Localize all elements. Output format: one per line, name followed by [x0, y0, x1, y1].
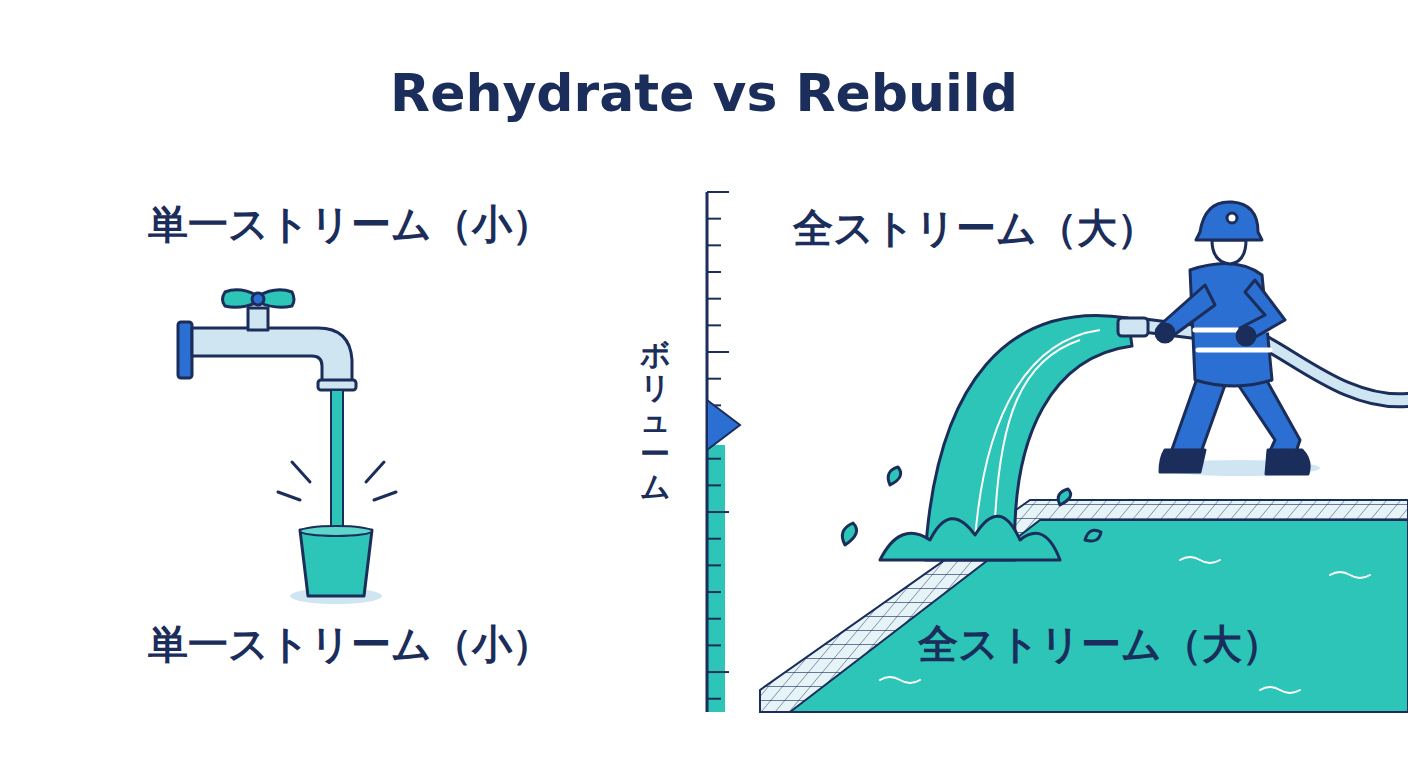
water-jet: [880, 516, 1060, 560]
faucet: [178, 290, 356, 390]
stream-label: 単一ストリーム（小）: [148, 200, 552, 248]
diagram-title: Rehydrate vs Rebuild: [390, 62, 1018, 124]
firefighter: [1118, 318, 1148, 336]
stream-label: 単一ストリーム（小）: [148, 620, 552, 668]
firefighter: [1156, 324, 1174, 342]
firefighter: [1118, 202, 1408, 476]
volume-scale: [707, 192, 740, 712]
faucet: [318, 380, 356, 390]
cup: [300, 530, 372, 596]
water-jet: [842, 523, 856, 545]
scale-tick: [707, 591, 721, 593]
splash-lines: [292, 462, 310, 482]
firefighter: [1227, 213, 1237, 223]
scale-tick: [707, 191, 729, 193]
water-jet: [1058, 489, 1070, 505]
firefighter: [1196, 202, 1262, 240]
scale-tick: [707, 698, 721, 700]
faucet: [223, 290, 295, 308]
pool: [880, 557, 1370, 693]
scale-tick: [707, 484, 721, 486]
water-jet: [888, 467, 900, 485]
firefighter: [1140, 325, 1408, 400]
faucet: [178, 322, 192, 378]
stream-label: 全ストリーム（大）: [918, 620, 1282, 668]
pool: [790, 520, 1408, 712]
cup: [290, 526, 382, 604]
scale-tick: [707, 218, 721, 220]
firefighter: [1237, 327, 1255, 345]
volume-scale: [706, 192, 709, 712]
scale-tick: [707, 458, 721, 460]
water-stream: [331, 390, 343, 538]
firefighter: [1160, 450, 1205, 472]
water-jet: [842, 316, 1132, 560]
axis-label: ボリューム: [640, 338, 670, 503]
scale-tick: [707, 644, 721, 646]
scale-tick: [707, 671, 729, 673]
splash-lines: [374, 492, 396, 500]
scale-tick: [707, 351, 729, 353]
scale-tick: [707, 618, 721, 620]
firefighter: [1212, 240, 1246, 264]
scale-tick: [707, 511, 729, 513]
pool: [760, 500, 1408, 712]
scale-tick: [707, 324, 721, 326]
faucet: [248, 308, 268, 330]
level-marker: [707, 400, 740, 450]
splash-lines: [278, 462, 396, 500]
splash-lines: [278, 492, 300, 500]
faucet: [192, 328, 352, 386]
pool: [880, 677, 920, 683]
pool: [1180, 557, 1220, 563]
faucet: [252, 293, 264, 305]
pool: [1330, 572, 1370, 578]
scale-tick: [707, 298, 721, 300]
water-stream: [331, 390, 343, 538]
firefighter: [1266, 450, 1309, 474]
scale-tick: [707, 244, 721, 246]
pool: [760, 500, 1408, 712]
splash-lines: [366, 462, 384, 482]
scale-tick: [707, 378, 721, 380]
stream-label: 全ストリーム（大）: [793, 204, 1157, 252]
scale-tick: [707, 538, 721, 540]
scale-tick: [707, 271, 721, 273]
water-jet: [995, 340, 1080, 520]
pool: [1260, 687, 1300, 693]
scale-tick: [707, 564, 721, 566]
water-jet: [975, 330, 1100, 540]
cup: [300, 526, 372, 536]
water-jet: [1085, 530, 1101, 541]
firefighter: [1140, 325, 1408, 400]
